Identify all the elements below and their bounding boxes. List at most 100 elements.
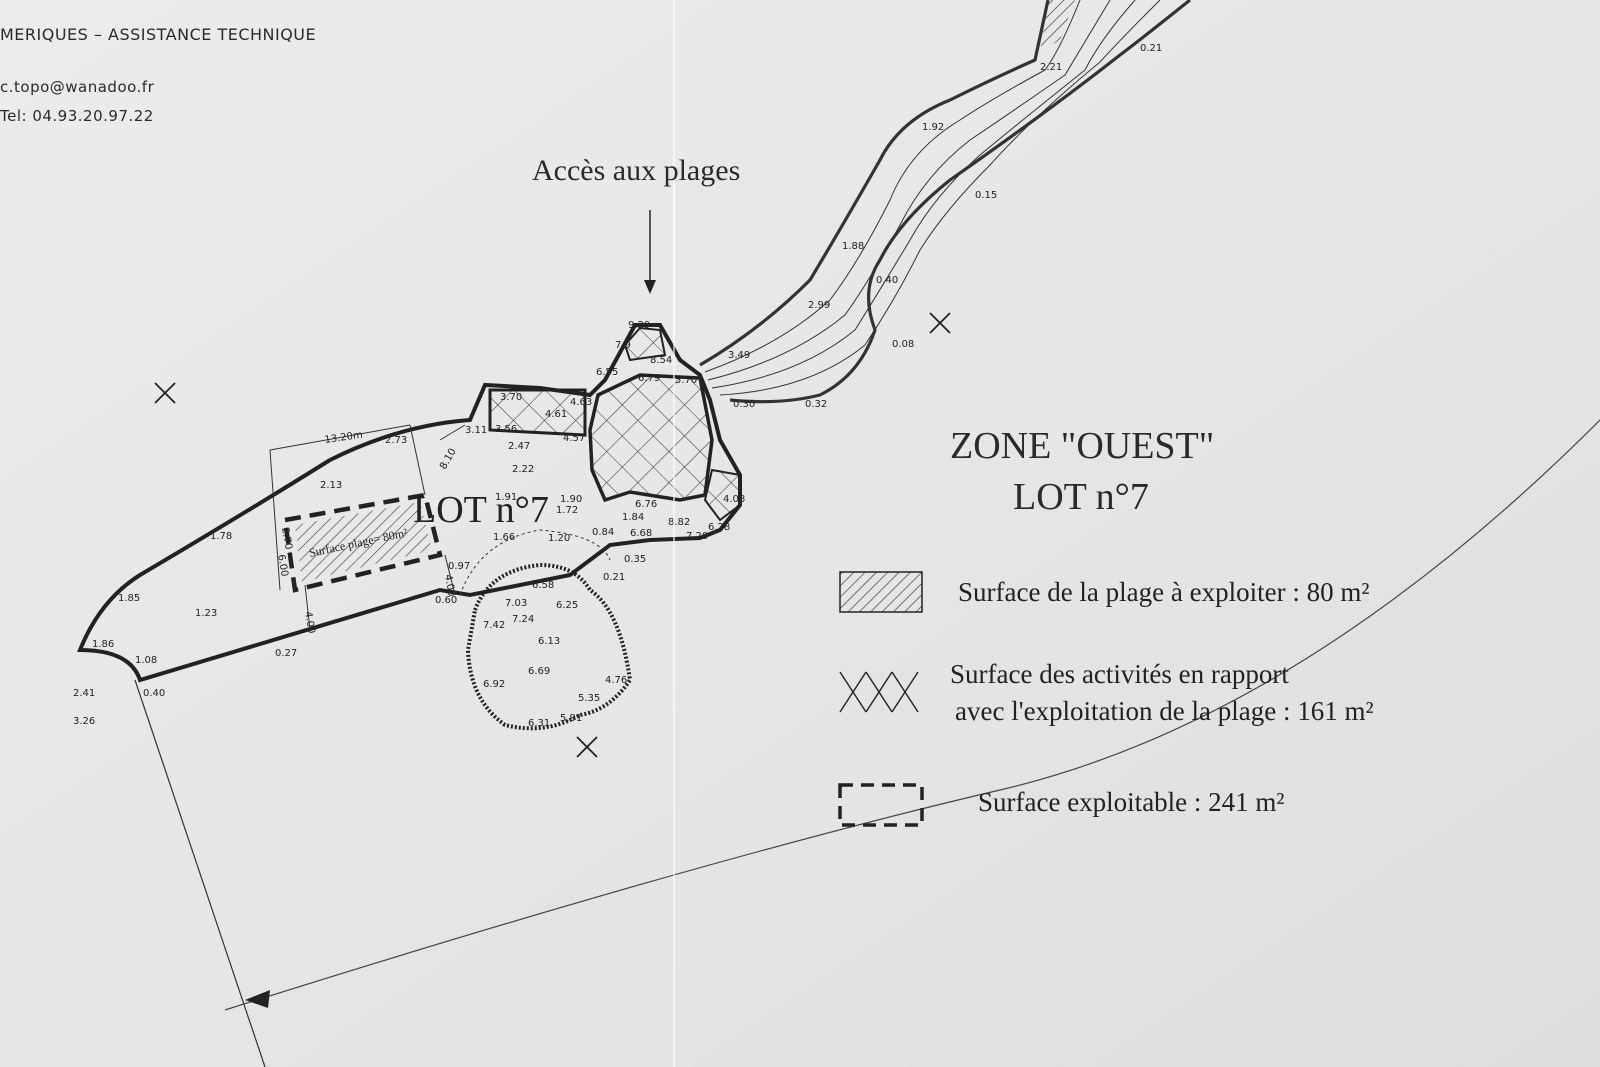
spot-height: 2.41 (73, 688, 95, 699)
spot-height: 6.28 (708, 522, 730, 533)
crosshatch-area-north (488, 388, 587, 437)
spot-height: 6.69 (528, 666, 550, 677)
survey-arc (224, 419, 1600, 1011)
spot-height: 4.57 (563, 433, 585, 444)
spot-height: 6.13 (538, 636, 560, 647)
crosshatch-area-tip (623, 326, 667, 362)
spot-height: 3.49 (728, 350, 750, 361)
shoreline-contours (699, 0, 1191, 404)
dim-4-00-a: 4.00 (302, 611, 317, 635)
legend-dashed-text: Surface exploitable : 241 m² (978, 787, 1285, 817)
spot-height: 9.29 (628, 320, 650, 331)
spot-height: 0.32 (805, 399, 827, 410)
spot-height: 2.22 (512, 464, 534, 475)
spot-height: 6.55 (596, 367, 618, 378)
spot-height: 1.88 (842, 241, 864, 252)
spot-height: 5.70 (675, 375, 697, 386)
spot-height: 5.91 (560, 713, 582, 724)
email-text: c.topo@wanadoo.fr (0, 78, 155, 96)
dim-4-00-b: 4.00 (442, 574, 457, 598)
beach-surface-hatched (295, 502, 432, 582)
spot-height: 1.78 (210, 531, 232, 542)
spot-height: 0.60 (435, 595, 457, 606)
spot-height: 6.68 (630, 528, 652, 539)
spot-height: 0.21 (1140, 43, 1162, 54)
spot-height: 1.84 (622, 512, 644, 523)
spot-height: 2.47 (508, 441, 530, 452)
spot-height: 1.20 (548, 533, 570, 544)
spot-height: 0.40 (143, 688, 165, 699)
spot-height: 7.20 (686, 531, 708, 542)
spot-height: 6.79 (638, 373, 660, 384)
spot-height: 7.9 (615, 340, 631, 351)
spot-height: 1.86 (92, 639, 114, 650)
company-line: MERIQUES – ASSISTANCE TECHNIQUE (0, 25, 317, 44)
spot-height: 4.08 (723, 494, 745, 505)
spot-height: 1.72 (556, 505, 578, 516)
zone-lot-title: LOT n°7 (1013, 476, 1149, 518)
phone-text: Tel: 04.93.20.97.22 (0, 107, 154, 125)
spot-height: 3.56 (495, 424, 517, 435)
survey-line-left (134, 679, 266, 1067)
spot-height: 0.27 (275, 648, 297, 659)
legend-swatch-crosshatch (839, 671, 919, 713)
spot-height: 1.92 (922, 122, 944, 133)
spot-height: 3.11 (465, 425, 487, 436)
spot-heights: 9.29 7.9 8.54 6.55 6.79 5.70 3.49 0.30 0… (73, 43, 1162, 729)
legend-crosshatch-text-2: avec l'exploitation de la plage : 161 m² (955, 696, 1374, 726)
arrow-head (245, 990, 270, 1008)
exploitable-surface-dashed (282, 492, 443, 593)
plan-lot-label: LOT n°7 (413, 489, 549, 531)
spot-height: 6.76 (635, 499, 657, 510)
spot-height: 2.21 (1040, 62, 1062, 73)
paper-fold (673, 0, 675, 1067)
crosshatch-area-main (588, 373, 714, 503)
dim-13-20: 13.20m (324, 430, 364, 446)
spot-height: 7.24 (512, 614, 534, 625)
spot-height: 4.63 (570, 397, 592, 408)
spot-height: 0.40 (876, 275, 898, 286)
spot-height: 6.25 (556, 600, 578, 611)
spot-height: 1.91 (495, 492, 517, 503)
crosshatch-area-east (703, 468, 741, 522)
spot-height: 3.70 (500, 392, 522, 403)
spot-height: 6.58 (532, 580, 554, 591)
spot-height: 1.23 (195, 608, 217, 619)
spot-height: 6.92 (483, 679, 505, 690)
spot-height: 1.08 (135, 655, 157, 666)
spot-height: 2.99 (808, 300, 830, 311)
dim-6-00: 6.00 (275, 554, 290, 578)
access-arrow-head (644, 280, 656, 294)
spot-height: 6.31 (528, 718, 550, 729)
spot-height: 0.35 (624, 554, 646, 565)
zone-title: ZONE "OUEST" (950, 425, 1215, 467)
spot-height: 0.30 (733, 399, 755, 410)
legend-swatch-hatch (839, 571, 923, 613)
cross-marks (154, 312, 951, 758)
spot-height: 0.97 (448, 561, 470, 572)
spot-height: 3.26 (73, 716, 95, 727)
spot-height: 1.90 (560, 494, 582, 505)
spot-height: 7.03 (505, 598, 527, 609)
spot-height: 8.54 (650, 355, 672, 366)
spot-height: 2.73 (385, 435, 407, 446)
spot-height: 1.66 (493, 532, 515, 543)
spot-height: 8.82 (668, 517, 690, 528)
rock-contour (459, 529, 611, 596)
spot-height: 4.76 (605, 675, 627, 686)
spot-height: 5.35 (578, 693, 600, 704)
legend-crosshatch-text-1: Surface des activités en rapport (950, 659, 1289, 689)
spot-height: 1.85 (118, 593, 140, 604)
dim-2-70: 2.70 (279, 527, 294, 551)
spot-height: 0.15 (975, 190, 997, 201)
dimension-lines (269, 424, 466, 631)
access-label: Accès aux plages (532, 154, 741, 187)
spot-height: 7.42 (483, 620, 505, 631)
spot-height: 0.08 (892, 339, 914, 350)
hatch-shore (1040, 0, 1075, 52)
legend-hatch-text: Surface de la plage à exploiter : 80 m² (958, 577, 1370, 607)
spot-height: 0.21 (603, 572, 625, 583)
spot-height: 4.61 (545, 409, 567, 420)
